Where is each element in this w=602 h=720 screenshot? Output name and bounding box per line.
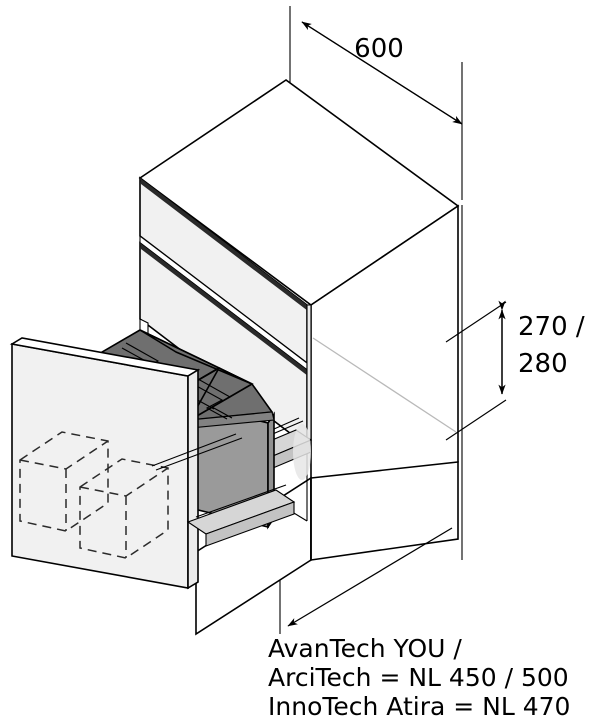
drawer-front-edge-thickness (306, 304, 312, 454)
caption-line-3: InnoTech Atira = NL 470 (268, 692, 570, 720)
upper-drawer-top-reveal (140, 178, 308, 311)
runner-shadow (293, 424, 311, 480)
cabinet-base-side (310, 461, 459, 561)
upper-drawer-fronts (139, 176, 312, 522)
internal-reference-line (312, 337, 457, 433)
caption-leader-arrow (287, 527, 453, 627)
dimension-height-label-line2: 280 (518, 349, 568, 379)
dimension-width-600: 600 (301, 21, 463, 125)
runner-glide-highlight (151, 433, 243, 471)
drawer-front-panel-edge (187, 368, 199, 590)
drawer-bottom-channel-side (205, 501, 295, 547)
dashed-bin-outline (19, 431, 169, 559)
dimension-height-label-line1: 270 / (518, 312, 585, 342)
caption-block: AvanTech YOU / ArciTech = NL 450 / 500 I… (268, 634, 570, 720)
caption-line-1: AvanTech YOU / (268, 634, 462, 663)
middle-drawer-top-reveal (140, 243, 308, 376)
caption-line-2: ArciTech = NL 450 / 500 (268, 663, 569, 692)
dimension-height-270-280: 270 / 280 (445, 300, 585, 441)
dimension-width-label: 600 (354, 34, 404, 64)
pull-out-waste-drawer[interactable] (9, 329, 313, 590)
